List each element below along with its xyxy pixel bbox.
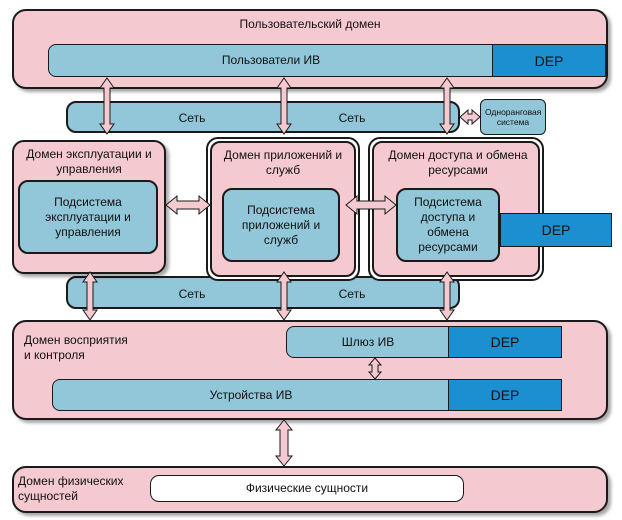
arrow-gateway-devices [367, 357, 383, 380]
user-dep-label: DEP [534, 52, 564, 69]
access-subsystem-label: Подсистема доступа и обмена ресурсами [414, 195, 482, 254]
apps-subsystem: Подсистема приложений и служб [222, 188, 340, 262]
devices-dep-label: DEP [490, 387, 520, 403]
arrow-apps-access [345, 194, 397, 216]
physical-domain [12, 466, 608, 513]
devices-dep-block: DEP [448, 379, 562, 411]
user-domain-title: Пользовательский домен [239, 17, 381, 31]
arrow-net-perc-2 [276, 271, 292, 321]
network-band-top [66, 101, 460, 133]
ops-subsystem-label: Подсистема эксплуатации и управления [45, 194, 131, 239]
arrow-ops-apps [165, 194, 211, 216]
physical-entities-box: Физические сущности [150, 475, 464, 502]
arrow-net-perc-1 [82, 271, 98, 321]
physical-entities-label: Физические сущности [245, 481, 369, 495]
ops-domain-title: Домен эксплуатации и управления [26, 147, 152, 176]
access-subsystem: Подсистема доступа и обмена ресурсами [396, 188, 500, 262]
gateway-dep-label: DEP [490, 334, 520, 350]
network-band-bottom [66, 276, 460, 309]
devices-bar: Устройства ИВ [52, 379, 450, 411]
access-dep-block: DEP [500, 213, 612, 247]
access-domain-title: Домен доступа и обмена ресурсами [388, 148, 528, 177]
apps-subsystem-label: Подсистема приложений и служб [241, 202, 321, 247]
users-bar: Пользователи ИВ [48, 44, 494, 77]
user-dep-block: DEP [492, 44, 606, 77]
peer-system-label: Одноранговая система [485, 107, 542, 127]
network-label-3: Сеть [178, 287, 206, 301]
arrow-perc-phys [274, 419, 294, 467]
arrow-net-peer [459, 108, 481, 126]
ops-subsystem: Подсистема эксплуатации и управления [18, 180, 158, 254]
network-label-4: Сеть [338, 287, 366, 301]
apps-domain-title: Домен приложений и служб [223, 148, 343, 177]
access-dep-label: DEP [541, 222, 571, 238]
arrow-user-net-2 [276, 77, 292, 135]
gateway-dep-block: DEP [448, 326, 562, 358]
gateway-bar: Шлюз ИВ [286, 326, 450, 358]
perception-domain-title: Домен восприятия и контроля [24, 333, 128, 362]
arrow-user-net-1 [99, 77, 115, 135]
peer-system-box: Одноранговая система [480, 99, 546, 135]
users-bar-label: Пользователи ИВ [221, 53, 321, 67]
network-label-1: Сеть [178, 111, 206, 125]
physical-domain-title: Домен физических сущностей [18, 474, 124, 503]
arrow-user-net-3 [439, 77, 455, 135]
devices-label: Устройства ИВ [209, 387, 293, 402]
network-label-2: Сеть [338, 111, 366, 125]
arrow-net-perc-3 [439, 271, 455, 321]
gateway-label: Шлюз ИВ [341, 334, 395, 349]
